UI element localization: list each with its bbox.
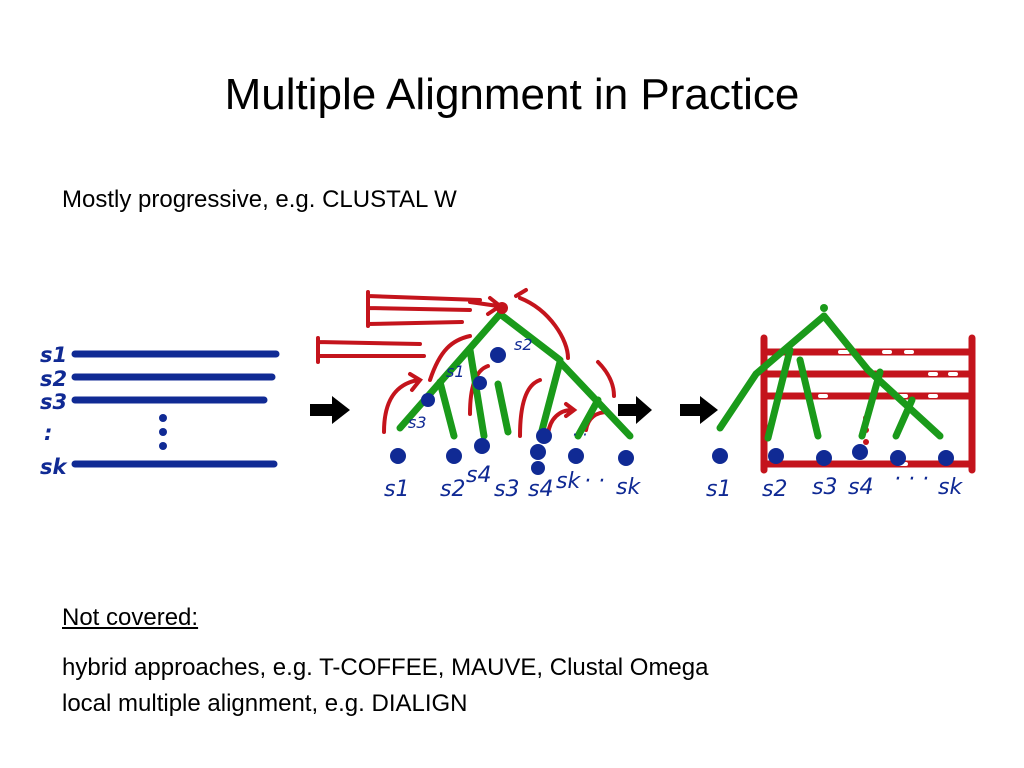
sequence-label: s4 (848, 475, 873, 500)
right-arrow-icon (310, 396, 350, 424)
sequence-label: s2 (40, 367, 67, 391)
stage-2-labels: s1 s2 s4 s3 s4 sk · · sk (384, 463, 641, 502)
sequence-label: · · (572, 425, 587, 444)
sequence-label: s1 (40, 343, 67, 367)
stage-3-root-dot (820, 304, 828, 312)
sequence-label: s2 (440, 477, 465, 502)
stage-1-labels: s1 s2 s3 : sk (40, 343, 68, 479)
stage-2-guide-tree (396, 310, 634, 442)
sequence-label: s1 (706, 477, 731, 502)
sequence-label: : (44, 421, 52, 445)
stage-3-labels: s1 s2 s3 s4 · · · sk (706, 467, 963, 502)
sequence-label: s4 (528, 477, 553, 502)
not-covered-heading: Not covered: (62, 604, 199, 631)
sequence-label: · · · (894, 467, 929, 492)
sequence-label: s3 (812, 475, 837, 500)
stage-3-alignment-box (760, 334, 976, 474)
sequence-label: sk (938, 475, 963, 500)
sequence-label: s2 (514, 335, 533, 354)
stage-2-sequence-dots (390, 347, 634, 475)
sequence-label: s2 (762, 477, 787, 502)
sequence-label: · · (584, 469, 605, 494)
sequence-label: sk (556, 469, 581, 494)
sequence-label: s3 (40, 390, 67, 414)
intro-text: Mostly progressive, e.g. CLUSTAL W (62, 186, 457, 213)
right-arrow-icon (680, 396, 718, 424)
sequence-label: s3 (408, 413, 427, 432)
list-item: hybrid approaches, e.g. T-COFFEE, MAUVE,… (62, 654, 709, 681)
list-item: local multiple alignment, e.g. DIALIGN (62, 690, 468, 717)
sequence-label: s1 (446, 362, 465, 381)
stage-1-vertical-dots (159, 414, 167, 450)
right-arrow-icon (618, 396, 652, 424)
sequence-label: s1 (384, 477, 409, 502)
stage-3-gap-marks (818, 350, 958, 466)
sequence-label: sk (616, 475, 641, 500)
stage-2-inner-labels: s1 s2 s3 · · (408, 335, 587, 444)
stage-3-sequence-dots (712, 444, 954, 466)
slide-title: Multiple Alignment in Practice (224, 70, 800, 119)
sequence-label: sk (40, 455, 68, 479)
stage-3-guide-tree (716, 312, 944, 442)
stage-2-alignment-arrows (316, 288, 616, 438)
not-covered-list: hybrid approaches, e.g. T-COFFEE, MAUVE,… (62, 650, 708, 722)
stage-2-red-dot (496, 302, 508, 314)
sequence-label: s4 (466, 463, 491, 488)
sequence-label: s3 (494, 477, 519, 502)
stage-1-sequences (71, 350, 280, 468)
progressive-alignment-sketch: s1 s2 s3 : sk (40, 288, 976, 502)
